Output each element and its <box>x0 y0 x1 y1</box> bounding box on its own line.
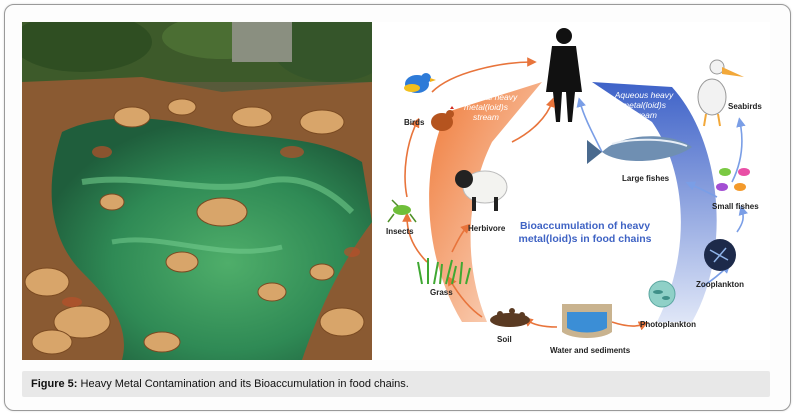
insects-to-birds-arrow <box>404 117 420 198</box>
figure-caption: Figure 5: Heavy Metal Contamination and … <box>31 378 409 390</box>
water-to-phytoplankton-arrow <box>611 321 649 331</box>
large-fish-icon <box>587 136 692 164</box>
soil-icon <box>490 308 530 327</box>
phytoplankton-icon <box>648 280 676 308</box>
large-fishes-label: Large fishes <box>622 174 670 183</box>
diagram-center-title: Bioaccumulation of heavy metal(loid)s in… <box>500 220 670 246</box>
small-fish-to-large-fish-arrow <box>685 181 718 198</box>
figure-caption-text: Heavy Metal Contamination and its Bioacc… <box>77 378 409 390</box>
grass-icon <box>417 258 471 285</box>
aqueous-stream-line3: stream <box>631 110 657 120</box>
small-fishes-icon <box>716 168 750 191</box>
center-title-line2: metal(loid)s in food chains <box>518 233 652 245</box>
birds-to-human-arrow <box>431 57 537 93</box>
terrestrial-stream-band <box>429 82 542 322</box>
caption-box: Figure 5: Heavy Metal Contamination and … <box>22 371 770 397</box>
herbivore-label: Herbivore <box>468 224 506 233</box>
aqueous-stream-line1: Aqueous heavy <box>614 90 674 100</box>
large-fish-to-human-arrow <box>576 97 603 153</box>
figure-label: Figure 5: <box>31 378 78 390</box>
water-sediments-icon <box>562 304 612 338</box>
aqueous-stream-label: Aqueous heavy metal(loid)s stream <box>604 90 684 120</box>
terrestrial-stream-line3: stream <box>473 112 499 122</box>
insects-label: Insects <box>386 227 414 236</box>
grass-to-insects-arrow <box>402 212 428 263</box>
zooplankton-to-small-fish-arrow <box>736 205 748 233</box>
bioaccumulation-diagram: Terrestrial heavy metal(loid)s stream Aq… <box>372 22 770 360</box>
aqueous-stream-band <box>592 82 717 322</box>
herbivore-to-human-arrow <box>511 97 556 143</box>
terrestrial-stream-line2: metal(loid)s <box>464 102 508 112</box>
small-fish-to-seabirds-arrow <box>731 117 746 183</box>
small-fishes-label: Small fishes <box>712 202 759 211</box>
insect-icon <box>387 199 417 223</box>
aqueous-stream-line2: metal(loid)s <box>622 100 666 110</box>
human-icon <box>546 28 582 122</box>
seabird-icon <box>697 59 744 127</box>
soil-label: Soil <box>497 335 512 344</box>
diagram-graphics <box>387 28 750 338</box>
grass-to-herbivore-arrow <box>451 223 471 253</box>
birds-label: Birds <box>404 118 425 127</box>
water-sediments-label: Water and sediments <box>550 346 631 355</box>
water-to-soil-arrow <box>523 317 558 328</box>
contaminated-stream-photo <box>22 22 372 360</box>
sheep-icon <box>455 170 508 211</box>
center-title-line1: Bioaccumulation of heavy <box>519 220 651 232</box>
seabirds-label: Seabirds <box>728 102 762 111</box>
birds-icon <box>404 73 454 131</box>
grass-label: Grass <box>430 288 453 297</box>
terrestrial-stream-label: Terrestrial heavy metal(loid)s stream <box>446 92 526 122</box>
zooplankton-label: Zooplankton <box>696 280 744 289</box>
phytoplankton-label: Photoplankton <box>640 320 696 329</box>
zooplankton-icon <box>704 239 736 271</box>
terrestrial-stream-line1: Terrestrial heavy <box>454 92 518 102</box>
